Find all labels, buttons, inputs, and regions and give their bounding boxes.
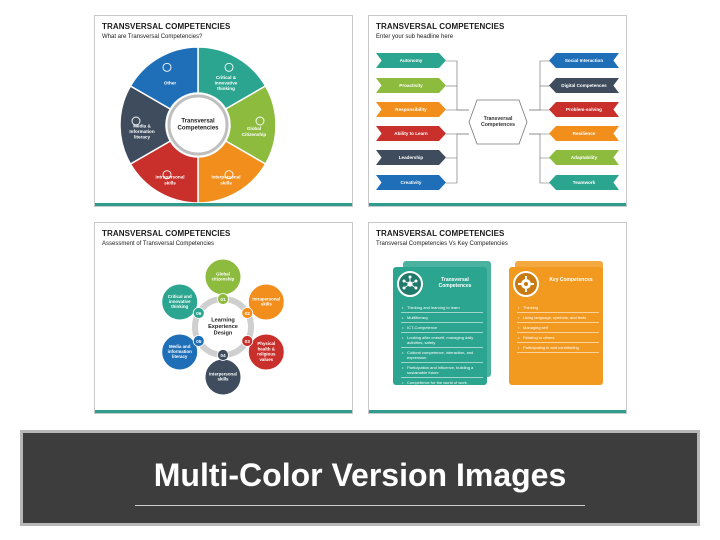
cycle-number-badge [217,293,229,305]
slide-title: TRANSVERSAL COMPETENCIES [102,229,231,238]
right-arrow-item: Problem-solving [549,102,619,117]
cycle-node [161,333,199,371]
center-hexagon-label: Transversal Competences [480,116,516,128]
slide-subtitle: Enter your sub headline here [376,34,454,40]
cycle-number: 01 [220,297,226,303]
cycle-number-badge [192,335,205,347]
right-arrow-item: Social Interaction [549,53,619,68]
list-item: Multiliteracy [401,313,483,323]
handshake-icon [224,170,234,180]
banner: Multi-Color Version Images [20,430,700,526]
list-item: Participation and influence, building a … [401,363,483,378]
list-item: ICT-Competence [401,323,483,333]
head-icon [162,170,172,180]
list-item: Cultural competence, interaction, and ex… [401,348,483,363]
slide-bottom-bar [369,410,626,413]
slide-title: TRANSVERSAL COMPETENCIES [376,22,505,31]
slide-thumbnail-2[interactable]: TRANSVERSAL COMPETENCIES Enter your sub … [368,15,627,207]
left-arrow-item: Autonomy [376,53,446,68]
slide-bottom-bar [95,410,352,413]
transversal-panel-title: Transversal Competences [438,277,472,289]
list-item: Managing self [517,323,599,333]
key-list: ThinkingUsing language, symbols, and tex… [517,303,599,353]
list-item: Participating in and contributing [517,343,599,353]
cycle-number-badge [241,335,254,347]
right-arrow-item: Digital Competences [549,78,619,93]
slide-subtitle: Assessment of Transversal Competencies [102,241,215,247]
right-arrow-item: Adaptability [549,150,619,165]
center-hexagon [468,99,528,145]
cycle-number: 03 [245,339,251,345]
left-arrow-item: Ability to Learn [376,126,446,141]
key-icon-circle [513,271,539,297]
left-arrow-item: Creativity [376,175,446,190]
list-item: Looking after oneself, managing daily ac… [401,333,483,348]
cycle-node [161,283,199,321]
slide-subtitle: Transversal Competencies Vs Key Competen… [376,241,508,247]
wheel-segment-label: Other [164,81,176,86]
cycle-node [247,283,285,321]
slide-bottom-bar [369,203,626,206]
cycle-number: 04 [220,353,226,359]
left-arrow-item: Leadership [376,150,446,165]
list-item: Thinking [517,303,599,313]
wheel-center [167,94,229,156]
connector-lines [446,60,551,184]
key-panel: Key Competences ThinkingUsing language, … [509,267,603,385]
transversal-icon-circle [397,271,423,297]
cycle-number: 06 [196,311,202,317]
cycle-number-badge [217,349,229,361]
transversal-panel: Transversal Competences Thinking and lea… [393,267,487,393]
cycle-number: 05 [196,339,202,345]
monitor-icon [131,116,141,126]
transversal-list: Thinking and learning to learnMultiliter… [401,303,483,393]
network-icon [402,275,418,290]
list-item: Thinking and learning to learn [401,303,483,313]
network-icon [162,62,172,72]
gear-icon [518,276,534,292]
key-panel-title: Key Competences [549,277,593,283]
list-item: Competence for the world of work, entrep… [401,378,483,393]
slide-title: TRANSVERSAL COMPETENCIES [376,229,505,238]
cycle-number-badge [241,307,254,319]
cycle-number-badge [192,307,205,319]
banner-title: Multi-Color Version Images [153,457,567,493]
cycle-number: 02 [245,311,251,317]
slide-title: TRANSVERSAL COMPETENCIES [102,22,231,31]
right-arrow-item: Teamwork [549,175,619,190]
slide-bottom-bar [95,203,352,206]
globe-icon [255,116,265,126]
slide-thumbnail-4[interactable]: TRANSVERSAL COMPETENCIES Transversal Com… [368,222,627,414]
cycle-node [247,333,285,371]
left-arrow-item: Responsibility [376,102,446,117]
left-arrow-item: Proactivity [376,78,446,93]
lightbulb-icon [224,62,234,72]
slide-thumbnail-3[interactable]: TRANSVERSAL COMPETENCIES Assessment of T… [94,222,353,414]
banner-underline [135,505,585,506]
list-item: Relating to others [517,333,599,343]
slide-thumbnail-1[interactable]: TRANSVERSAL COMPETENCIES What are Transv… [94,15,353,207]
list-item: Using language, symbols, and texts [517,313,599,323]
right-arrow-item: Resilience [549,126,619,141]
wheel-segment [129,46,199,111]
slide-subtitle: What are Transversal Competencies? [102,34,203,40]
